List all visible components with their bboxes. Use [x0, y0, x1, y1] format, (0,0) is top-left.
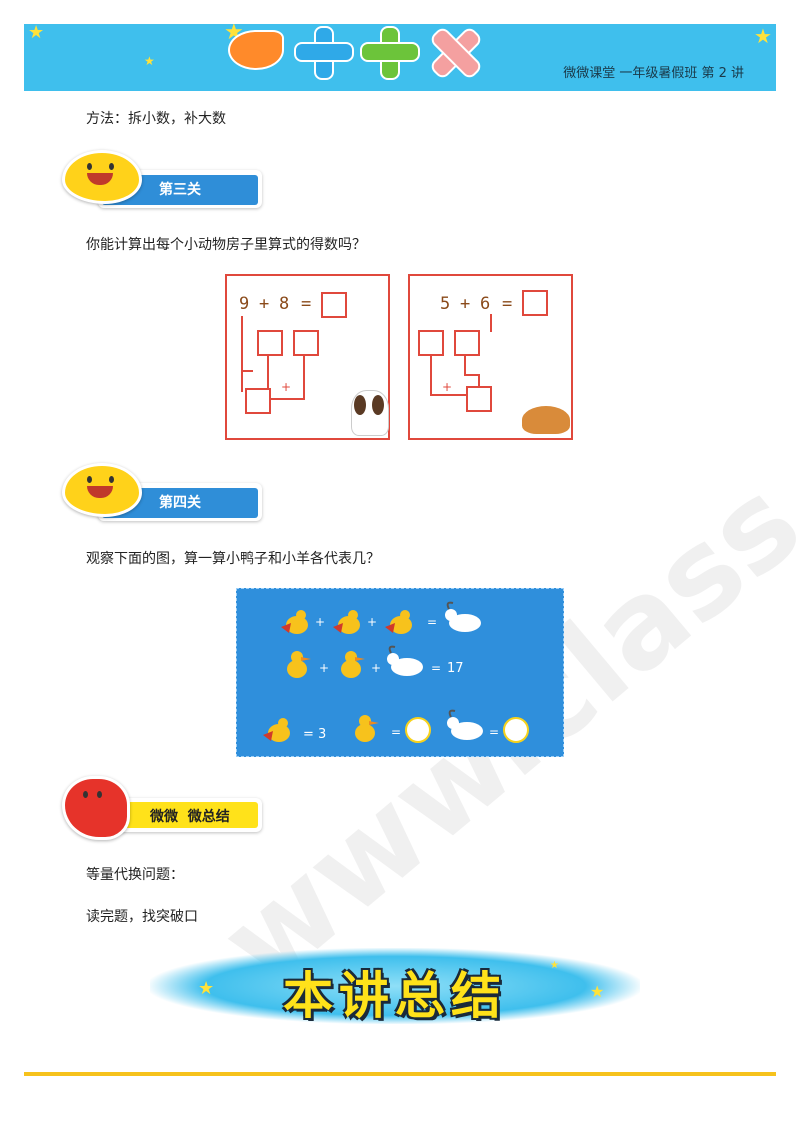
- goat-icon: [383, 645, 425, 679]
- split-box[interactable]: [257, 330, 283, 356]
- plus-sign: +: [319, 661, 330, 675]
- plus-sign: +: [315, 615, 326, 629]
- section-4-question: 观察下面的图，算一算小鸭子和小羊各代表几？: [86, 551, 380, 567]
- less-than-mascot-icon: [228, 30, 284, 70]
- plus-sign: +: [281, 380, 292, 394]
- puzzle-operator: +: [460, 294, 471, 314]
- section-3-badge: 第三关: [62, 150, 262, 220]
- dog-icon: [351, 390, 389, 436]
- hen-icon: [385, 607, 415, 637]
- animal-equation-board: + + = + + = 17 = 3 = =: [236, 588, 564, 757]
- equals-sign: =: [431, 661, 442, 675]
- answer-box[interactable]: [522, 290, 548, 316]
- star-icon: ★: [550, 960, 559, 971]
- puzzle-equals: =: [502, 294, 513, 314]
- footer-line: [24, 1072, 776, 1076]
- plus-sign: +: [371, 661, 382, 675]
- chick-mascot-icon: [62, 150, 142, 204]
- plus-sign: +: [367, 615, 378, 629]
- header-title: 微微课堂 一年级暑假班 第 2 讲: [563, 66, 744, 81]
- section-4-badge: 第四关: [62, 463, 262, 533]
- split-box[interactable]: [293, 330, 319, 356]
- sum-box[interactable]: [245, 388, 271, 414]
- times-mascot-icon: [426, 25, 484, 81]
- goat-icon: [441, 601, 483, 635]
- cat-icon: [522, 406, 570, 434]
- duck-icon: [337, 649, 367, 679]
- split-box[interactable]: [418, 330, 444, 356]
- summary-line-2: 读完题，找突破口: [86, 909, 198, 925]
- header-banner: ★ ★ ★ ★ 微微课堂 一年级暑假班 第 2 讲: [24, 24, 776, 91]
- summary-line-1: 等量代换问题：: [86, 867, 184, 883]
- puzzle-equals: =: [301, 294, 312, 314]
- equals-sign: =: [489, 725, 500, 739]
- chick-mascot-icon: [62, 463, 142, 517]
- hen-value: = 3: [303, 727, 327, 742]
- hen-icon: [263, 715, 293, 745]
- duck-icon: [351, 713, 381, 743]
- method-text: 方法：拆小数，补大数: [86, 111, 226, 127]
- star-icon: ★: [144, 54, 155, 68]
- star-icon: ★: [28, 24, 45, 43]
- summary-badge: 微微 微总结: [62, 776, 262, 840]
- equals-sign: =: [391, 725, 402, 739]
- hen-icon: [281, 607, 311, 637]
- puzzle-number: 8: [279, 294, 290, 314]
- split-box[interactable]: [454, 330, 480, 356]
- puzzle-operator: +: [259, 294, 270, 314]
- answer-box[interactable]: [321, 292, 347, 318]
- row-2-result: 17: [447, 661, 464, 676]
- puzzle-number: 9: [239, 294, 250, 314]
- summary-banner-title: 本讲总结: [283, 967, 507, 1025]
- puzzle-dog-house: 9 + 8 = +: [225, 274, 390, 440]
- puzzle-number: 6: [480, 294, 491, 314]
- puzzle-cat-house: 5 + 6 = +: [408, 274, 573, 440]
- star-icon: ★: [754, 24, 772, 48]
- goat-answer-circle[interactable]: [503, 717, 529, 743]
- hen-icon: [333, 607, 363, 637]
- plus-green-mascot-icon: [360, 26, 420, 80]
- duck-icon: [283, 649, 313, 679]
- summary-banner: ★ ★ ★ 本讲总结: [150, 948, 640, 1025]
- plus-mascot-icon: [294, 26, 354, 80]
- section-3-question: 你能计算出每个小动物房子里算式的得数吗？: [86, 237, 366, 253]
- summary-badge-label: 微微 微总结: [150, 809, 230, 825]
- plus-sign: +: [442, 380, 453, 394]
- star-icon: ★: [590, 982, 605, 1001]
- sum-box[interactable]: [466, 386, 492, 412]
- star-icon: ★: [198, 978, 215, 999]
- equals-sign: =: [427, 615, 438, 629]
- duck-answer-circle[interactable]: [405, 717, 431, 743]
- puzzle-number: 5: [440, 294, 451, 314]
- red-mascot-icon: [62, 776, 130, 840]
- goat-icon: [443, 709, 485, 743]
